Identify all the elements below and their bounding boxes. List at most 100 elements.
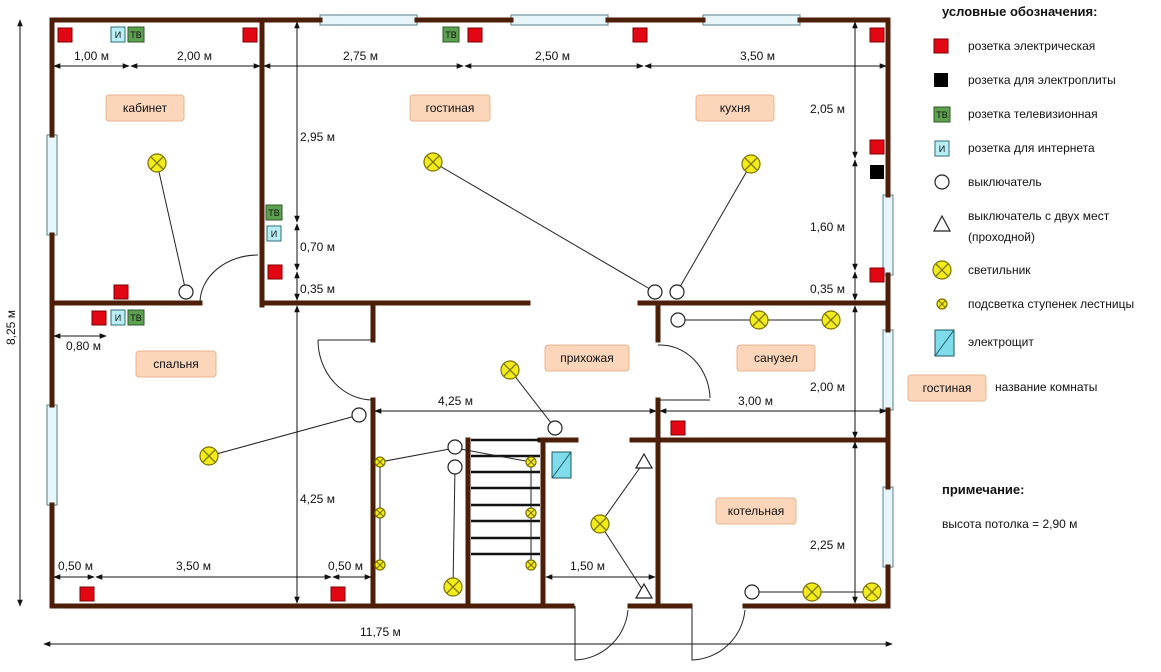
svg-text:3,00 м: 3,00 м	[738, 394, 773, 408]
svg-text:выключатель: выключатель	[968, 175, 1042, 189]
switch-icon	[934, 174, 950, 190]
svg-text:И: И	[115, 30, 121, 40]
room-bathroom: санузел	[754, 351, 798, 365]
note: примечание: высота потолка = 2,90 м	[942, 482, 1077, 531]
svg-text:1,60 м: 1,60 м	[810, 220, 845, 234]
lamp-icon	[862, 582, 882, 602]
switch-icon	[670, 312, 686, 328]
stove-socket-icon	[934, 73, 948, 87]
room-bedroom: спальня	[153, 357, 199, 371]
switch-icon	[647, 284, 663, 300]
svg-text:2,75 м: 2,75 м	[343, 49, 378, 63]
svg-text:3,50 м: 3,50 м	[740, 49, 775, 63]
legend-title: условные обозначения:	[942, 4, 1097, 19]
stair-light-icon	[374, 456, 386, 468]
staircase	[471, 438, 540, 556]
room-kitchen: кухня	[720, 101, 751, 115]
svg-text:примечание:: примечание:	[942, 482, 1025, 497]
svg-text:2,95 м: 2,95 м	[300, 130, 335, 144]
electrical-panel-icon	[551, 451, 572, 479]
svg-text:И: И	[939, 144, 945, 154]
svg-text:4,25 м: 4,25 м	[300, 492, 335, 506]
svg-text:гостиная: гостиная	[923, 381, 972, 395]
lamp-icon	[749, 310, 769, 330]
svg-text:выключатель с двух мест: выключатель с двух мест	[968, 209, 1110, 223]
two-way-switch-icon	[933, 214, 951, 232]
svg-text:3,50 м: 3,50 м	[176, 559, 211, 573]
walls	[49, 17, 891, 609]
svg-text:ТВ: ТВ	[445, 30, 457, 40]
svg-text:11,75 м: 11,75 м	[360, 625, 401, 639]
stair-light-icon	[525, 559, 537, 571]
two-way-switch-icon	[634, 452, 654, 469]
stair-light-icon	[936, 298, 948, 310]
svg-text:И: И	[271, 229, 277, 239]
lamp-icon	[741, 154, 761, 174]
lamp-icon	[932, 260, 952, 280]
switches	[178, 284, 760, 600]
svg-text:светильник: светильник	[968, 263, 1031, 277]
tv-socket-icon	[933, 106, 951, 123]
switch-icon	[669, 284, 685, 300]
svg-text:0,70 м: 0,70 м	[300, 240, 335, 254]
svg-text:0,50 м: 0,50 м	[58, 559, 93, 573]
svg-text:розетка для электроплиты: розетка для электроплиты	[968, 73, 1116, 87]
lamp-icon	[590, 514, 610, 534]
room-office: кабинет	[123, 101, 168, 115]
stair-light-icon	[525, 507, 537, 519]
switch-icon	[547, 420, 563, 436]
sockets	[57, 27, 885, 602]
lamp-icon	[802, 582, 822, 602]
room-boiler: котельная	[728, 504, 784, 518]
svg-text:название комнаты: название комнаты	[995, 380, 1097, 394]
svg-text:2,25 м: 2,25 м	[810, 538, 845, 552]
socket-icon	[933, 38, 949, 54]
lamp-icon	[443, 577, 463, 597]
doors	[199, 254, 746, 661]
switch-icon	[178, 284, 194, 300]
stove-socket-icon	[870, 165, 884, 179]
lamp-icon	[500, 360, 520, 380]
svg-text:2,00 м: 2,00 м	[177, 49, 212, 63]
svg-text:2,05 м: 2,05 м	[810, 102, 845, 116]
svg-text:2,50 м: 2,50 м	[535, 49, 570, 63]
svg-text:розетка электрическая: розетка электрическая	[968, 39, 1095, 53]
two-way-switch-icon	[634, 582, 654, 599]
svg-text:ТВ: ТВ	[936, 110, 948, 120]
svg-text:1,50 м: 1,50 м	[570, 559, 605, 573]
room-labels: кабинет гостиная кухня спальня прихожая …	[105, 94, 816, 525]
svg-text:0,50 м: 0,50 м	[328, 559, 363, 573]
dimensions: 1,00 м 2,00 м 2,75 м 2,50 м 3,50 м 2,95 …	[4, 19, 893, 647]
svg-text:розетка телевизионная: розетка телевизионная	[968, 107, 1098, 121]
svg-text:ТВ: ТВ	[268, 208, 280, 218]
svg-text:0,35 м: 0,35 м	[300, 282, 335, 296]
room-living: гостиная	[426, 101, 475, 115]
svg-text:0,35 м: 0,35 м	[810, 282, 845, 296]
svg-text:2,00 м: 2,00 м	[810, 380, 845, 394]
switch-icon	[447, 439, 463, 455]
lamps	[147, 152, 882, 602]
lamp-icon	[821, 310, 841, 330]
tv-internet-sockets: И ТВ ТВ ТВ И И ТВ	[110, 26, 460, 326]
svg-text:ТВ: ТВ	[130, 313, 142, 323]
internet-socket-icon	[934, 140, 950, 157]
svg-text:ТВ: ТВ	[130, 30, 142, 40]
stair-light-icon	[374, 559, 386, 571]
svg-text:0,80 м: 0,80 м	[66, 339, 101, 353]
legend: условные обозначения: розетка электричес…	[907, 4, 1134, 402]
svg-text:подсветка ступенек лестницы: подсветка ступенек лестницы	[968, 297, 1134, 311]
svg-text:(проходной): (проходной)	[968, 230, 1035, 244]
svg-text:электрощит: электрощит	[968, 335, 1034, 349]
stair-light-icon	[525, 456, 537, 468]
svg-text:розетка для интернета: розетка для интернета	[968, 141, 1095, 155]
svg-text:1,00 м: 1,00 м	[74, 49, 109, 63]
svg-text:4,25 м: 4,25 м	[438, 394, 473, 408]
svg-text:высота потолка = 2,90 м: высота потолка = 2,90 м	[942, 517, 1077, 531]
svg-text:И: И	[115, 313, 121, 323]
switch-icon	[744, 584, 760, 600]
stair-light-icon	[374, 507, 386, 519]
lamp-icon	[199, 446, 219, 466]
switch-icon	[351, 407, 367, 423]
lamp-icon	[423, 152, 443, 172]
